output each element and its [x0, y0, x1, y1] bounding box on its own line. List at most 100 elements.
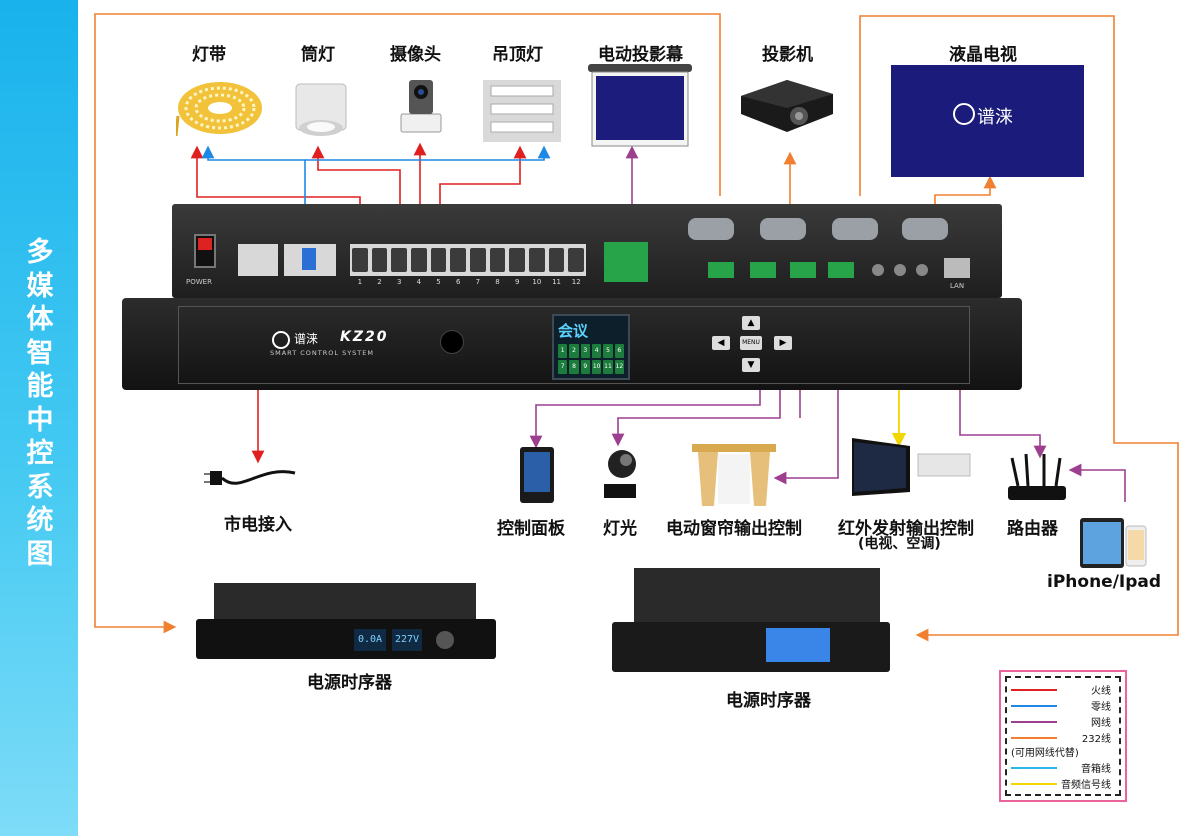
sequencer-readout-current: 0.0A — [354, 629, 386, 651]
keypad-key[interactable]: 7 — [558, 360, 568, 374]
power-switch[interactable] — [194, 234, 216, 268]
brand-name: 谱涞 — [294, 332, 319, 346]
relay-terminal — [568, 248, 585, 272]
keypad-key[interactable]: 11 — [603, 360, 613, 374]
legend-swatch — [1011, 705, 1057, 707]
relay-terminal — [470, 248, 486, 272]
ir-receiver — [440, 330, 464, 354]
nav-right-button[interactable]: ▶ — [774, 336, 792, 350]
label-ir-output: 红外发射输出控制 — [838, 519, 974, 539]
keypad-key[interactable]: 6 — [614, 344, 624, 358]
touch-screen[interactable]: 会议 1 2 3 4 5 6 7 8 9 10 11 12 — [552, 314, 630, 380]
label-curtain: 电动窗帘输出控制 — [666, 519, 802, 539]
terminal-number: 11 — [552, 278, 562, 286]
keypad-key[interactable]: 5 — [603, 344, 613, 358]
title-char: 智 — [26, 337, 54, 369]
legend-label: 网线 — [1091, 718, 1111, 729]
brand-logo-icon — [272, 331, 290, 349]
relay-terminal — [371, 248, 388, 272]
neutral-terminal-block — [284, 244, 336, 276]
legend-swatch — [1011, 721, 1057, 723]
controller-front-panel: 谱涞 KZ20 SMART CONTROL SYSTEM 会议 1 2 3 4 … — [122, 298, 1022, 390]
title-char: 多 — [26, 237, 54, 268]
legend-inner: 火线 零线 网线 232线 (可用网线代替) 音箱线 音频信号线 — [1005, 676, 1121, 796]
legend-label: 火线 — [1091, 686, 1111, 697]
nav-left-button[interactable]: ◀ — [712, 336, 730, 350]
network-line-curtain — [773, 388, 839, 485]
terminal-number: 1 — [357, 278, 363, 286]
serial-port-4 — [902, 218, 948, 240]
keypad-key[interactable]: 3 — [580, 344, 590, 358]
relay-terminal — [509, 248, 526, 272]
label-sequencer-right: 电源时序器 — [726, 691, 811, 711]
ir-port-1 — [872, 264, 884, 276]
stage-light-image — [604, 450, 636, 498]
title-char: 控 — [26, 438, 54, 469]
sequencer-display — [766, 628, 830, 662]
title-char: 中 — [26, 404, 54, 436]
legend-label: 音频信号线 — [1061, 780, 1111, 791]
sequencer-left-image: 0.0A 227V — [196, 583, 496, 665]
label-ceiling-light: 吊顶灯 — [492, 45, 543, 65]
legend-swatch — [1011, 783, 1057, 785]
lan-port — [944, 258, 970, 278]
legend-swatch — [1011, 689, 1057, 691]
ceiling-light-image — [483, 80, 561, 142]
rear-power-label: POWER — [186, 278, 212, 286]
terminal-number: 10 — [532, 278, 542, 286]
curtain-image — [692, 444, 776, 506]
keypad-key[interactable]: 9 — [580, 360, 590, 374]
tv-logo-icon — [953, 103, 975, 125]
relay-terminal — [450, 248, 467, 272]
gpio-terminal — [708, 262, 734, 278]
legend-item: 火线 — [1011, 682, 1115, 697]
keypad-key[interactable]: 4 — [591, 344, 602, 358]
label-projector: 投影机 — [762, 45, 813, 65]
network-line-light — [611, 388, 781, 447]
front-bezel — [178, 306, 970, 384]
keypad-key[interactable]: 1 — [558, 344, 568, 358]
title-char: 体 — [26, 304, 54, 335]
label-mobile: iPhone/Ipad — [1047, 572, 1162, 592]
legend-label: (可用网线代替) — [1011, 748, 1079, 759]
terminal-number: 4 — [416, 278, 422, 286]
ir-devices-image — [852, 438, 971, 496]
projection-screen-image — [588, 64, 692, 147]
nav-down-button[interactable]: ▼ — [742, 358, 760, 372]
terminal-number: 8 — [495, 278, 500, 286]
terminal-number: 9 — [514, 278, 520, 286]
neutral-line-ceiling — [305, 145, 551, 161]
sequencer-knob[interactable] — [436, 631, 454, 649]
keypad-key[interactable]: 10 — [591, 360, 602, 374]
camera-image — [400, 80, 442, 133]
legend-item: 音频信号线 — [1011, 776, 1115, 791]
lcd-tv-image: 谱涞 — [891, 65, 1084, 177]
network-line-mobile — [1068, 463, 1126, 502]
menu-button[interactable]: MENU — [740, 336, 762, 350]
control-panel-image — [520, 447, 554, 503]
label-control-panel: 控制面板 — [497, 519, 565, 539]
label-downlight: 筒灯 — [301, 45, 335, 65]
legend-swatch — [1011, 767, 1057, 769]
terminal-number: 7 — [475, 278, 481, 286]
sequencer-readout-voltage: 227V — [392, 629, 422, 651]
nav-up-button[interactable]: ▲ — [742, 316, 760, 330]
controller-rear-panel: POWER 1 2 3 4 5 6 7 8 9 10 11 12 LAN — [172, 204, 1002, 298]
relay-terminal — [391, 248, 408, 272]
keypad-key[interactable]: 2 — [569, 344, 579, 358]
legend-note: (可用网线代替) — [1007, 744, 1119, 759]
network-line-panel — [529, 388, 761, 449]
relay-terminal — [430, 248, 447, 272]
legend-label: 零线 — [1091, 702, 1111, 713]
legend-swatch — [1011, 737, 1057, 739]
downlight-image — [295, 83, 347, 136]
ir-port-3 — [916, 264, 928, 276]
rs485-2-terminal — [828, 262, 854, 278]
keypad-key[interactable]: 8 — [569, 360, 579, 374]
legend-label: 音箱线 — [1081, 764, 1111, 775]
keypad-key[interactable]: 12 — [614, 360, 624, 374]
terminal-number: 5 — [436, 278, 441, 286]
label-light-strip: 灯带 — [192, 45, 226, 65]
serial-port-3 — [832, 218, 878, 240]
